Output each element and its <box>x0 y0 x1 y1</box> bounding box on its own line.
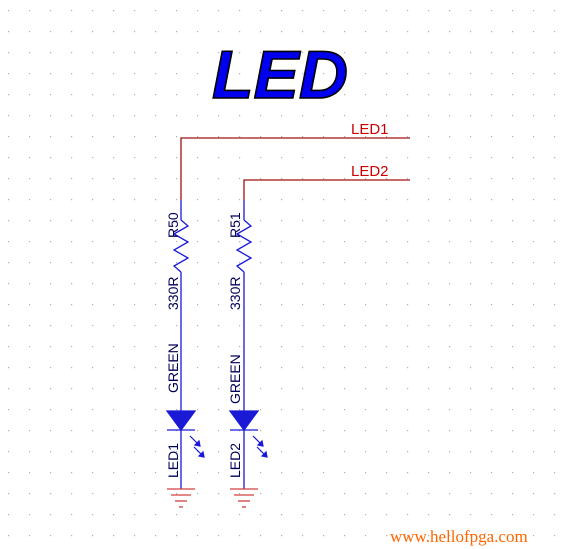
net-label-led1: LED1 <box>351 121 389 138</box>
led1-color: GREEN <box>165 343 181 393</box>
led2-designator: LED2 <box>227 443 243 478</box>
ground-symbol-right <box>230 488 258 508</box>
led2-color: GREEN <box>227 354 243 404</box>
wire-led1 <box>180 137 410 200</box>
led1-symbol <box>165 410 197 489</box>
grid-dots <box>8 10 556 537</box>
sheet-title: LED <box>212 37 348 113</box>
resistor-r50 <box>172 200 190 411</box>
led1-light-arrows-icon <box>189 435 205 458</box>
r51-designator: R51 <box>227 212 243 238</box>
resistor-r51 <box>235 200 253 411</box>
ground-symbol-left <box>167 488 195 508</box>
r50-value: 330R <box>165 277 181 310</box>
wire-led2 <box>243 179 410 200</box>
wire-group <box>180 137 410 200</box>
led2-light-arrows-icon <box>252 435 268 458</box>
net-label-led2: LED2 <box>351 163 389 180</box>
r50-designator: R50 <box>165 212 181 238</box>
r51-value: 330R <box>227 277 243 310</box>
led1-designator: LED1 <box>165 443 181 478</box>
watermark-url: www.hellofpga.com <box>390 527 528 546</box>
led2-symbol <box>228 410 260 489</box>
